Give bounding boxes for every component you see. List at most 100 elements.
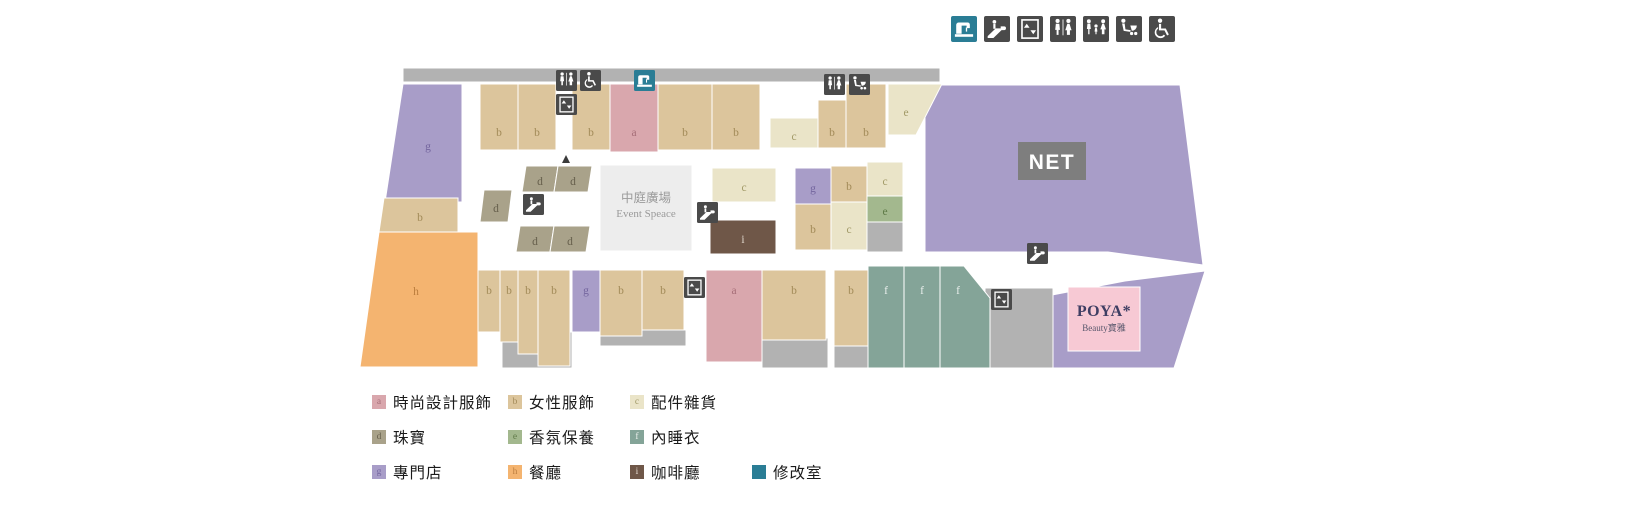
nursing-room-icon <box>1116 16 1142 42</box>
block-label-b: b <box>417 212 423 224</box>
block-label-f: f <box>956 285 960 297</box>
legend-swatch: a <box>372 394 386 409</box>
restroom-icon <box>824 74 845 95</box>
map-block-b <box>711 83 761 151</box>
facility-icon-row <box>951 16 1175 42</box>
accessible-restroom-icon <box>1149 16 1175 42</box>
block-label-b: b <box>829 127 835 139</box>
map-block-b <box>517 83 557 151</box>
legend-item-b: b 女性服飾 <box>508 391 630 413</box>
poya-store <box>1067 286 1141 352</box>
map-block-b <box>599 269 643 337</box>
block-label-i: i <box>741 234 744 246</box>
map-block-b <box>794 203 832 251</box>
map-block-b <box>817 99 847 149</box>
block-label-b: b <box>525 285 531 297</box>
block-label-e: e <box>882 206 887 218</box>
map-block-d <box>549 225 591 253</box>
legend-swatch: c <box>630 394 644 409</box>
map-block-c <box>769 117 819 149</box>
legend-swatch: g <box>372 464 386 479</box>
block-label-b: b <box>496 127 502 139</box>
map-block-b <box>761 269 827 341</box>
block-label-c: c <box>846 224 851 236</box>
escalator-icon <box>697 202 718 223</box>
elevator-icon <box>684 277 705 298</box>
escalator-icon <box>1027 243 1048 264</box>
map-block-b <box>537 269 571 367</box>
legend-label: 配件雜貨 <box>651 394 718 412</box>
block-label-b: b <box>863 127 869 139</box>
block-label-g: g <box>583 285 589 297</box>
block-label-c: c <box>791 131 796 143</box>
alteration-room-icon <box>951 16 977 42</box>
net-sign: NET <box>1018 142 1086 180</box>
block-label-b: b <box>682 127 688 139</box>
map-block-d <box>479 189 513 223</box>
poya-logo-text: POYA* <box>1077 303 1131 320</box>
map-block-g <box>384 83 463 203</box>
map-block-e <box>866 195 904 223</box>
legend-label: 內睡衣 <box>651 429 701 447</box>
legend-swatch: h <box>508 464 522 479</box>
block-label-b: b <box>486 285 492 297</box>
poya-sign: POYA* Beauty寶雅 <box>1077 303 1131 333</box>
map-block-a <box>705 269 763 363</box>
block-label-d: d <box>532 236 538 248</box>
legend-swatch: i <box>630 464 644 479</box>
block-label-d: d <box>570 176 576 188</box>
block-label-b: b <box>660 285 666 297</box>
legend-swatch <box>752 464 766 479</box>
block-label-b: b <box>551 285 557 297</box>
map-block-corridor <box>761 337 829 369</box>
elevator-icon <box>1017 16 1043 42</box>
escalator-icon <box>984 16 1010 42</box>
legend-swatch: b <box>508 394 522 409</box>
block-label-b: b <box>846 181 852 193</box>
map-block-b <box>499 269 519 343</box>
elevator-icon <box>556 94 577 115</box>
escalator-icon <box>523 194 544 215</box>
restroom-icon <box>1050 16 1076 42</box>
block-label-b: b <box>810 224 816 236</box>
map-block-b <box>517 269 539 355</box>
block-label-c: c <box>882 176 887 188</box>
block-label-f: f <box>920 285 924 297</box>
block-label-c: c <box>741 182 746 194</box>
block-label-b: b <box>588 127 594 139</box>
map-facility-icons-layer <box>523 70 1048 310</box>
poya-sub-text: Beauty寶雅 <box>1082 322 1126 333</box>
corridor-top <box>402 67 941 83</box>
map-block-b <box>833 269 869 347</box>
event-space-subtitle: Event Speace <box>616 208 676 220</box>
block-label-b: b <box>534 127 540 139</box>
block-label-d: d <box>493 203 499 215</box>
restroom-icon <box>556 70 577 91</box>
legend-item-h: h 餐廳 <box>508 461 630 483</box>
block-label-b: b <box>848 285 854 297</box>
elevator-icon <box>991 289 1012 310</box>
family-restroom-icon <box>1083 16 1109 42</box>
block-label-b: b <box>791 285 797 297</box>
map-block-b <box>830 165 868 203</box>
legend-label: 珠寶 <box>393 429 427 447</box>
block-label-b: b <box>618 285 624 297</box>
map-block-f <box>903 265 941 369</box>
block-label-d: d <box>567 236 573 248</box>
block-label-b: b <box>506 285 512 297</box>
legend-label: 女性服飾 <box>529 394 596 412</box>
legend-label: 香氛保養 <box>529 429 596 447</box>
legend-item-alteration: 修改室 <box>752 461 892 483</box>
map-block-c <box>830 201 868 251</box>
legend-label: 咖啡廳 <box>651 464 701 482</box>
net-sign-plate <box>1018 142 1086 180</box>
legend-label: 餐廳 <box>529 464 563 482</box>
map-block-b <box>571 83 611 151</box>
legend-item-c: c 配件雜貨 <box>630 391 752 413</box>
